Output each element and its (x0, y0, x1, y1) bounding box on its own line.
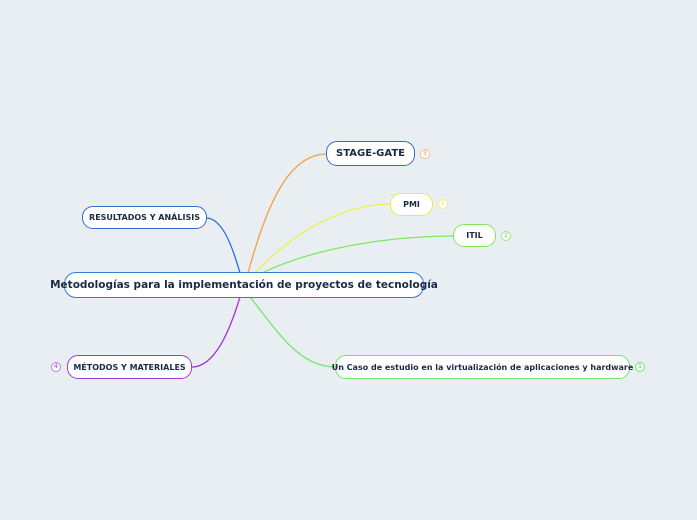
link-caso (249, 296, 337, 368)
link-resultados (205, 217, 241, 274)
topic-itil[interactable]: ITIL (453, 224, 496, 247)
central-topic[interactable]: Metodologías para la implementación de p… (50, 272, 438, 298)
collapse-badge-itil[interactable]: 2 (501, 231, 511, 241)
topic-stage-gate[interactable]: STAGE-GATE (326, 141, 415, 166)
collapse-badge-caso-de-estudio[interactable]: 1 (635, 362, 645, 372)
central-topic-label: Metodologías para la implementación de p… (50, 279, 438, 291)
link-pmi (254, 203, 392, 274)
topic-caso-de-estudio-label: Un Caso de estudio en la virtualización … (331, 362, 634, 372)
link-stage-gate (247, 153, 328, 274)
collapse-badge-stage-gate[interactable]: 3 (420, 149, 430, 159)
topic-caso-de-estudio[interactable]: Un Caso de estudio en la virtualización … (332, 355, 633, 379)
topic-pmi-label: PMI (403, 200, 420, 209)
topic-stage-gate-label: STAGE-GATE (336, 148, 405, 159)
collapse-badge-metodos[interactable]: 4 (51, 362, 61, 372)
topic-resultados[interactable]: RESULTADOS Y ANÁLISIS (82, 206, 207, 229)
topic-resultados-label: RESULTADOS Y ANÁLISIS (89, 213, 200, 222)
topic-metodos-label: MÉTODOS Y MATERIALES (73, 362, 186, 372)
topic-pmi[interactable]: PMI (390, 193, 433, 216)
topic-metodos[interactable]: MÉTODOS Y MATERIALES (67, 355, 192, 379)
topic-itil-label: ITIL (466, 231, 483, 240)
link-metodos (191, 296, 241, 368)
collapse-badge-pmi[interactable]: 1 (438, 199, 448, 209)
link-itil (261, 235, 455, 274)
